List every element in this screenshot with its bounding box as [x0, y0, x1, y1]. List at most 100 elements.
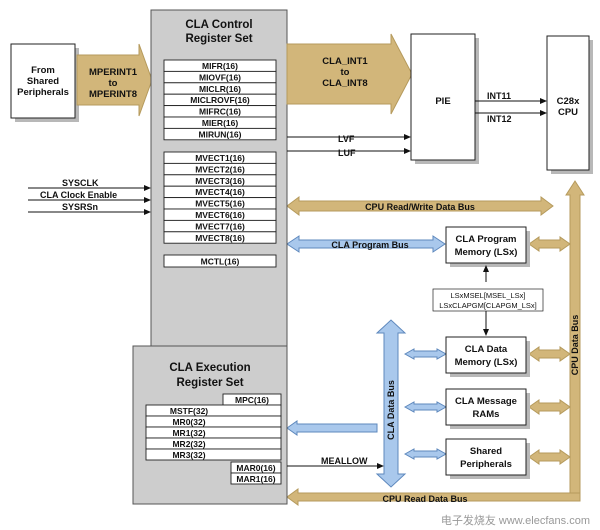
register-mvect4: MVECT4(16) — [195, 187, 245, 197]
data-bus-to-data-memory-arrow — [403, 348, 448, 360]
register-mvect8: MVECT8(16) — [195, 233, 245, 243]
cpu-rw-data-bus-label: CPU Read/Write Data Bus — [365, 202, 475, 212]
cla-int-line1: CLA_INT1 — [322, 56, 368, 67]
register-mr3: MR3(32) — [172, 450, 205, 460]
register-mvect5: MVECT5(16) — [195, 199, 245, 209]
input-sysrsn: SYSRSn — [62, 202, 98, 212]
register-mvect3: MVECT3(16) — [195, 176, 245, 186]
sysclk-arrowhead — [144, 185, 151, 191]
cla-data-memory-box — [445, 336, 527, 374]
register-mifrc: MIFRC(16) — [199, 107, 241, 117]
lsx-down-arrowhead — [483, 329, 489, 336]
program-memory-to-cpu-bus-arrow — [528, 236, 571, 252]
register-mar1: MAR1(16) — [236, 474, 275, 484]
shared-peripherals-source-box — [10, 43, 76, 119]
cpu-data-bus-arrow — [565, 180, 585, 499]
register-mr2: MR2(32) — [172, 439, 205, 449]
shared-periph-line2: Peripherals — [460, 459, 512, 470]
register-mirun: MIRUN(16) — [199, 129, 242, 139]
register-mr0: MR0(32) — [172, 417, 205, 427]
lsx-config-line1: LSxMSEL[MSEL_LSx] — [450, 291, 525, 300]
program-memory-line2: Memory (LSx) — [455, 247, 518, 258]
cpu-rw-data-bus-arrow — [286, 196, 554, 216]
sysrsn-arrowhead — [144, 209, 151, 215]
mperint-arrow — [76, 43, 153, 117]
data-bus-to-shared-periph-arrow — [403, 448, 448, 460]
cla-int-arrow — [286, 33, 413, 115]
shared-periph-to-cpu-bus-arrow — [528, 449, 571, 465]
meallow-label: MEALLOW — [321, 456, 368, 466]
cpu-data-bus-label: CPU Data Bus — [570, 315, 580, 376]
shared-periph-line1: Shared — [470, 446, 502, 457]
execution-register-stack: MSTF(32) MR0(32) MR1(32) MR2(32) MR3(32) — [145, 404, 282, 461]
register-mier: MIER(16) — [202, 118, 239, 128]
shared-peripherals-source-line1: From — [31, 65, 55, 76]
register-mvect1: MVECT1(16) — [195, 153, 245, 163]
register-mctl: MCTL(16) — [201, 257, 240, 267]
shared-peripherals-source-line3: Peripherals — [17, 87, 69, 98]
data-memory-line2: Memory (LSx) — [455, 357, 518, 368]
cpu-label-line2: CPU — [558, 107, 578, 118]
pie-box — [410, 33, 476, 161]
shared-peripherals-block — [445, 438, 527, 476]
cpu-read-data-bus-arrow — [286, 488, 581, 506]
control-title-line2: Register Set — [185, 33, 252, 45]
program-memory-line1: CLA Program — [456, 234, 517, 245]
register-mvect6: MVECT6(16) — [195, 210, 245, 220]
data-memory-line1: CLA Data — [465, 344, 508, 355]
cla-program-memory-box — [445, 226, 527, 264]
register-mifr: MIFR(16) — [202, 61, 238, 71]
input-sysclk: SYSCLK — [62, 178, 99, 188]
mperint-line1: MPERINT1 — [89, 67, 138, 78]
register-miclr: MICLR(16) — [199, 84, 241, 94]
message-rams-line2: RAMs — [473, 409, 500, 420]
int12-label: INT12 — [487, 114, 512, 124]
register-mpc: MPC(16) — [235, 395, 269, 405]
control-register-group-1: MIFR(16) MIOVF(16) MICLR(16) MICLROVF(16… — [163, 59, 277, 141]
message-rams-line1: CLA Message — [455, 396, 517, 407]
message-rams-to-cpu-bus-arrow — [528, 399, 571, 415]
cla-program-bus-label: CLA Program Bus — [331, 240, 408, 250]
luf-label: LUF — [338, 148, 356, 158]
register-miovf: MIOVF(16) — [199, 72, 241, 82]
watermark-text: 电子发烧友 www.elecfans.com — [441, 513, 590, 527]
cla-int-line3: CLA_INT8 — [322, 78, 367, 89]
data-bus-to-message-rams-arrow — [403, 401, 448, 413]
data-memory-to-cpu-bus-arrow — [528, 346, 571, 362]
register-mvect7: MVECT7(16) — [195, 221, 245, 231]
register-miclrovf: MICLROVF(16) — [190, 95, 250, 105]
register-mr1: MR1(32) — [172, 428, 205, 438]
int11-label: INT11 — [487, 91, 511, 101]
register-mvect2: MVECT2(16) — [195, 164, 245, 174]
cla-int-line2: to — [341, 67, 350, 78]
lvf-arrowhead — [404, 134, 411, 140]
register-mctl-box — [163, 254, 277, 268]
exec-to-data-bus-arrow — [286, 420, 378, 436]
lsx-config-line2: LSxCLAPGM[CLAPGM_LSx] — [439, 301, 537, 310]
cla-message-rams-box — [445, 388, 527, 426]
execution-title-line2: Register Set — [176, 377, 243, 389]
meallow-arrowhead — [377, 463, 384, 469]
pie-label: PIE — [435, 96, 450, 107]
int12-arrowhead — [540, 110, 547, 116]
luf-arrowhead — [404, 148, 411, 154]
clock-enable-arrowhead — [144, 197, 151, 203]
shared-peripherals-source-line2: Shared — [27, 76, 59, 87]
lsx-up-arrowhead — [483, 265, 489, 272]
control-register-group-2: MVECT1(16) MVECT2(16) MVECT3(16) MVECT4(… — [163, 151, 277, 244]
execution-title-line1: CLA Execution — [169, 362, 250, 374]
lsx-config-box — [432, 288, 544, 312]
control-title-line1: CLA Control — [185, 19, 252, 31]
int11-arrowhead — [540, 98, 547, 104]
c28x-cpu-box — [546, 35, 590, 171]
cpu-read-data-bus-label: CPU Read Data Bus — [382, 494, 467, 504]
register-mstf: MSTF(32) — [170, 406, 208, 416]
cla-data-bus-label: CLA Data Bus — [386, 380, 396, 440]
register-mar0: MAR0(16) — [236, 463, 275, 473]
mperint-line3: MPERINT8 — [89, 89, 137, 100]
cpu-label-line1: C28x — [557, 96, 580, 107]
cla-program-bus-arrow — [286, 235, 446, 253]
lvf-label: LVF — [338, 134, 355, 144]
mperint-line2: to — [109, 78, 118, 89]
